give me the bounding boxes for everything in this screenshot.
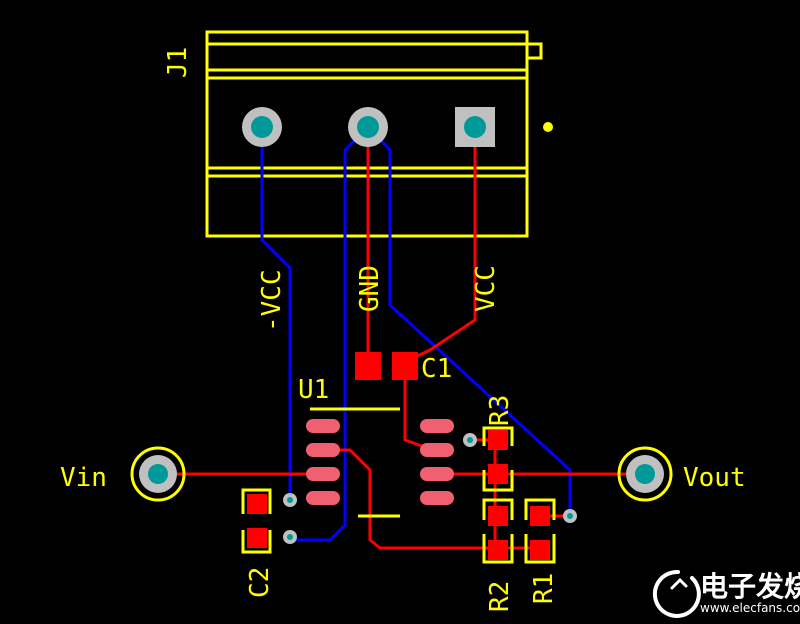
vout-pad	[617, 446, 673, 502]
opamp-u1-label: U1	[298, 375, 329, 405]
vin-label: Vin	[60, 463, 107, 493]
resistor-r3	[482, 426, 514, 492]
capacitor-c1	[355, 352, 418, 380]
resistor-r2-label: R2	[485, 581, 515, 612]
net-label-vcc: VCC	[471, 265, 501, 312]
bottom-layer-traces	[260, 125, 572, 542]
vin-pad	[130, 446, 186, 502]
pin1-marker-dot	[543, 122, 553, 132]
capacitor-c2-label: C2	[245, 567, 275, 598]
resistor-r3-label: R3	[485, 395, 515, 426]
connector-j1-label: J1	[163, 47, 193, 78]
capacitor-c1-label: C1	[421, 354, 452, 384]
vout-label: Vout	[683, 463, 746, 493]
watermark-brand: 电子发烧友	[700, 570, 800, 603]
watermark-url: www.elecfans.com	[700, 601, 800, 615]
net-label-neg-vcc: -VCC	[257, 269, 287, 332]
resistor-r1-label: R1	[529, 573, 559, 604]
watermark-logo	[652, 569, 701, 618]
opamp-u1	[306, 407, 454, 518]
resistor-r2	[482, 498, 514, 564]
capacitor-c2	[241, 488, 272, 554]
vias	[283, 433, 577, 544]
resistor-r1	[524, 498, 556, 564]
net-label-gnd: GND	[355, 265, 385, 312]
j1-pads	[242, 107, 495, 147]
